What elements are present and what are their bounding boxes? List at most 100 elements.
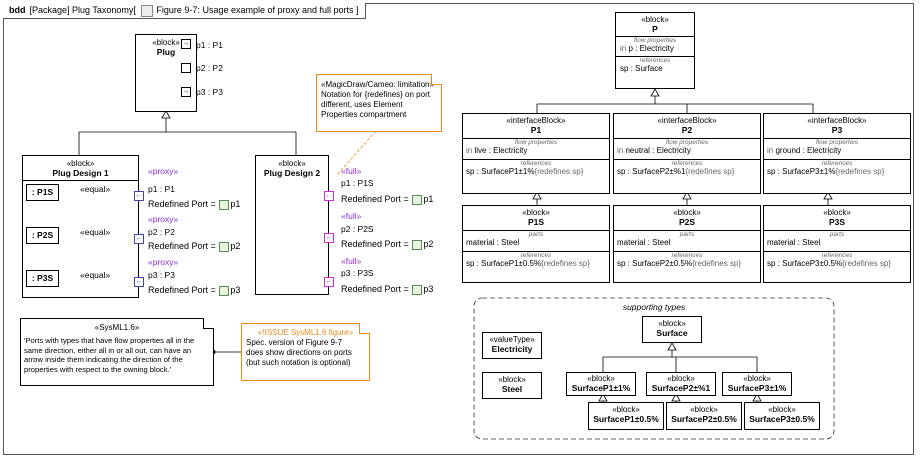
pd1-name: Plug Design 1 bbox=[52, 168, 109, 178]
block-surface-p2-1[interactable]: «block» SurfaceP2±%1 bbox=[646, 372, 716, 396]
electricity-name: Electricity bbox=[491, 344, 533, 354]
pd2-port-p1[interactable]: ← bbox=[324, 191, 334, 201]
electricity-stereotype: «valueType» bbox=[489, 335, 535, 344]
pd1-port-p1-label: p1 : P1 bbox=[148, 184, 175, 194]
port-icon bbox=[219, 199, 230, 210]
equal-label-2: «equal» bbox=[80, 227, 111, 237]
pd2-port-p3[interactable]: ← bbox=[324, 277, 334, 287]
iface-p2-ref: sp : SurfaceP2±%1{redefines sp} bbox=[617, 167, 735, 176]
p3s-part: material : Steel bbox=[767, 238, 821, 247]
pd1-port-p3[interactable]: ← bbox=[134, 277, 144, 287]
p1s-stereotype: «block» bbox=[522, 208, 550, 217]
pd2-stereotype: «block» bbox=[278, 159, 306, 168]
supporting-types-title: supporting types bbox=[622, 302, 686, 312]
block-surface-p1-1[interactable]: «block» SurfaceP1±1% bbox=[566, 372, 636, 396]
part-p2s[interactable]: : P2S bbox=[26, 227, 59, 244]
pd2-redef-2: Redefined Port = p2 bbox=[341, 239, 434, 250]
diagram-frame bbox=[3, 3, 914, 455]
port-icon bbox=[412, 194, 423, 205]
block-p[interactable]: «block» P flow properties in p : Electri… bbox=[615, 12, 695, 89]
block-surface-p2-05[interactable]: «block» SurfaceP2±0.5% bbox=[666, 402, 742, 430]
steel-name: Steel bbox=[501, 384, 523, 394]
surface-name: Surface bbox=[656, 328, 688, 338]
p1s-refs-label: references bbox=[520, 252, 552, 259]
p1s-ref: sp : SurfaceP1±0.5%{redefines sp} bbox=[466, 259, 591, 268]
port-icon bbox=[219, 241, 230, 252]
pd1-stereotype: «block» bbox=[66, 159, 95, 168]
pd2-port-p3-label: p3 : P3S bbox=[341, 268, 374, 278]
pd1-redef-1: Redefined Port = p1 bbox=[148, 199, 241, 210]
block-p3s[interactable]: «block» P3S parts material : Steel refer… bbox=[763, 205, 911, 283]
note-sysml16[interactable]: «SysML1.6» 'Ports with types that have f… bbox=[20, 318, 214, 386]
surface-stereotype: «block» bbox=[658, 319, 686, 328]
iface-p1-name: P1 bbox=[530, 125, 542, 135]
pd2-redef-1: Redefined Port = p1 bbox=[341, 194, 434, 205]
iface-p1-refs-label: references bbox=[520, 160, 552, 167]
block-steel[interactable]: «block» Steel bbox=[482, 372, 542, 399]
iface-p1[interactable]: «interfaceBlock» P1 flow properties in l… bbox=[462, 113, 610, 194]
p-flow-label: flow properties bbox=[633, 37, 677, 44]
pd2-port-p1-label: p1 : P1S bbox=[341, 178, 374, 188]
pd1-port-p1[interactable]: ← bbox=[134, 191, 144, 201]
equal-label-3: «equal» bbox=[80, 270, 111, 280]
p3s-refs-label: references bbox=[821, 252, 853, 259]
diagram-package: [Package] Plug Taxonomy[ bbox=[29, 5, 136, 15]
surface-p1-05-stereotype: «block» bbox=[612, 405, 640, 414]
pd1-proxy-1: «proxy» bbox=[148, 166, 179, 176]
surface-p3-1-name: SurfaceP3±1% bbox=[727, 383, 787, 393]
block-surface-p3-05[interactable]: «block» SurfaceP3±0.5% bbox=[744, 402, 820, 430]
pd2-full-1: «full» bbox=[341, 166, 362, 176]
diagram-figure-title: Figure 9-7: Usage example of proxy and f… bbox=[156, 5, 359, 15]
iface-p2[interactable]: «interfaceBlock» P2 flow properties in n… bbox=[613, 113, 761, 194]
block-surface-p1-05[interactable]: «block» SurfaceP1±0.5% bbox=[588, 402, 664, 430]
iface-p3-ref: sp : SurfaceP3±1%{redefines sp} bbox=[767, 167, 885, 176]
note-issue[interactable]: «!ISSUE SysML1.6 figure» Spec. version o… bbox=[241, 323, 370, 381]
p3s-parts-label: parts bbox=[829, 231, 845, 238]
block-surface-p3-1[interactable]: «block» SurfaceP3±1% bbox=[722, 372, 792, 396]
plug-port-p1[interactable]: → bbox=[181, 39, 191, 49]
note-sysml16-line3: arrow inside them indicating the directi… bbox=[24, 355, 183, 364]
p1s-name: P1S bbox=[527, 217, 545, 227]
p3s-ref: sp : SurfaceP3±0.5%{redefines sp} bbox=[767, 259, 892, 268]
note-magicdraw[interactable]: «MagicDraw/Cameo: limitation» Notation f… bbox=[316, 74, 442, 132]
note-sysml16-line4: properties with respect to the owning bl… bbox=[24, 364, 172, 374]
pd2-port-p2[interactable]: ← bbox=[324, 233, 334, 243]
p2s-ref: sp : SurfaceP2±0.5%{redefines sp} bbox=[617, 259, 742, 268]
part-p1s[interactable]: : P1S bbox=[26, 184, 59, 201]
pd2-redef-3: Redefined Port = p3 bbox=[341, 284, 434, 295]
equal-label-1: «equal» bbox=[80, 184, 111, 194]
iface-p3-flow-label: flow properties bbox=[815, 139, 859, 146]
p-name: P bbox=[652, 24, 658, 34]
iface-p2-refs-label: references bbox=[671, 160, 703, 167]
block-plug-design-2[interactable]: «block» Plug Design 2 bbox=[255, 155, 329, 295]
note-magicdraw-line1: Notation for {redefines} on port bbox=[321, 90, 430, 99]
diagram-kind: bdd bbox=[9, 5, 26, 15]
iface-p3-refs-label: references bbox=[821, 160, 853, 167]
plug-port-p1-label: p1 : P1 bbox=[196, 40, 223, 50]
plug-name: Plug bbox=[156, 47, 176, 57]
block-p2s[interactable]: «block» P2S parts material : Steel refer… bbox=[613, 205, 761, 283]
p2s-refs-label: references bbox=[671, 252, 703, 259]
block-p1s[interactable]: «block» P1S parts material : Steel refer… bbox=[462, 205, 610, 283]
plug-port-p3[interactable]: → bbox=[181, 87, 191, 97]
iface-p1-stereotype: «interfaceBlock» bbox=[506, 116, 566, 125]
valuetype-electricity[interactable]: «valueType» Electricity bbox=[482, 332, 542, 359]
p3s-stereotype: «block» bbox=[823, 208, 851, 217]
pd1-port-p3-label: p3 : P3 bbox=[148, 270, 175, 280]
p3s-name: P3S bbox=[828, 217, 846, 227]
pd1-port-p2-label: p2 : P2 bbox=[148, 227, 175, 237]
pd1-port-p2[interactable]: ← bbox=[134, 234, 144, 244]
p-refs-label: references bbox=[639, 57, 671, 64]
p-flow: in p : Electricity bbox=[620, 44, 674, 53]
part-p3s[interactable]: : P3S bbox=[26, 270, 59, 287]
p-ref: sp : Surface bbox=[620, 64, 663, 73]
pd2-name: Plug Design 2 bbox=[263, 168, 321, 178]
note-magicdraw-line2: different, uses Element bbox=[321, 100, 403, 109]
block-surface[interactable]: «block» Surface bbox=[642, 316, 702, 343]
p2s-stereotype: «block» bbox=[673, 208, 701, 217]
iface-p3[interactable]: «interfaceBlock» P3 flow properties in g… bbox=[763, 113, 911, 194]
surface-p2-1-name: SurfaceP2±%1 bbox=[651, 383, 711, 393]
note-magicdraw-line3: Properties compartment bbox=[321, 110, 407, 119]
plug-port-p2[interactable] bbox=[181, 63, 191, 73]
surface-p3-05-stereotype: «block» bbox=[768, 405, 796, 414]
